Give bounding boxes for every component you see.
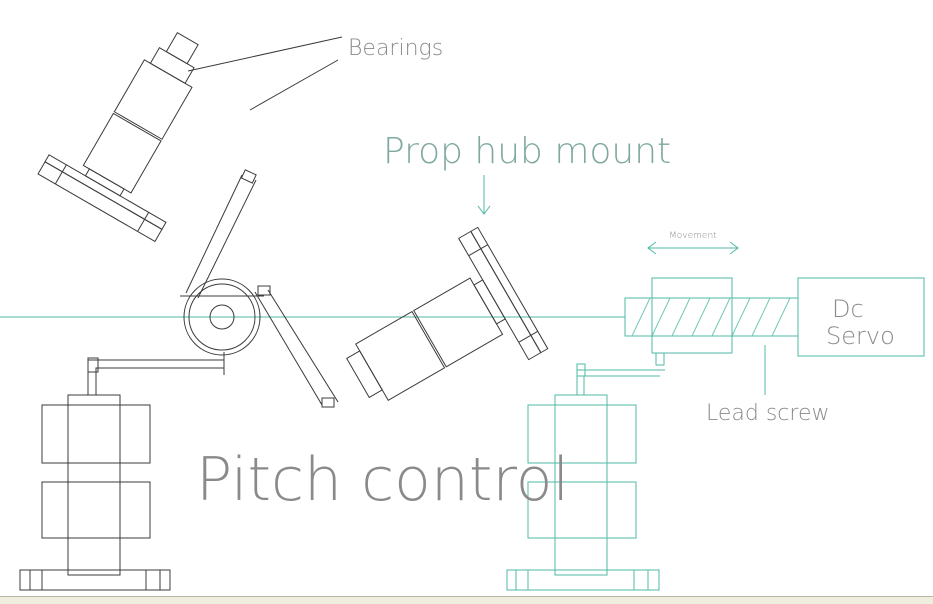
prop-hub-mount-label: Prop hub mount bbox=[383, 131, 671, 172]
lower-link-pin-bottom bbox=[321, 397, 335, 408]
upper-link-pin bbox=[240, 169, 257, 184]
prop-hub-bearing-assembly bbox=[346, 226, 549, 401]
right-support-stand bbox=[506, 363, 665, 591]
servo-label: Servo bbox=[826, 322, 895, 350]
bearings-leader-2 bbox=[249, 59, 339, 111]
upper-link-a bbox=[185, 174, 243, 294]
left-support-stand bbox=[19, 352, 225, 591]
movement-arrow bbox=[647, 241, 739, 255]
lead-screw bbox=[624, 297, 799, 337]
upper-bearing-assembly bbox=[37, 31, 199, 243]
bearings-leader-1 bbox=[187, 36, 343, 72]
lower-link-a bbox=[254, 291, 323, 406]
lower-link-pin-top bbox=[257, 285, 271, 296]
lead-screw-nut bbox=[651, 277, 733, 366]
dc-servo-box bbox=[797, 277, 925, 357]
upper-link-b bbox=[197, 179, 257, 299]
status-bar bbox=[0, 596, 933, 604]
lead-screw-label: Lead screw bbox=[706, 401, 830, 426]
center-hub bbox=[180, 278, 264, 356]
lower-link-b bbox=[267, 289, 339, 403]
prop-hub-arrow-head bbox=[477, 205, 491, 215]
pitch-control-label: Pitch control bbox=[196, 445, 569, 515]
dc-label: Dc bbox=[832, 295, 864, 323]
bearings-label: Bearings bbox=[348, 36, 443, 61]
movement-label: Movement bbox=[669, 231, 717, 241]
